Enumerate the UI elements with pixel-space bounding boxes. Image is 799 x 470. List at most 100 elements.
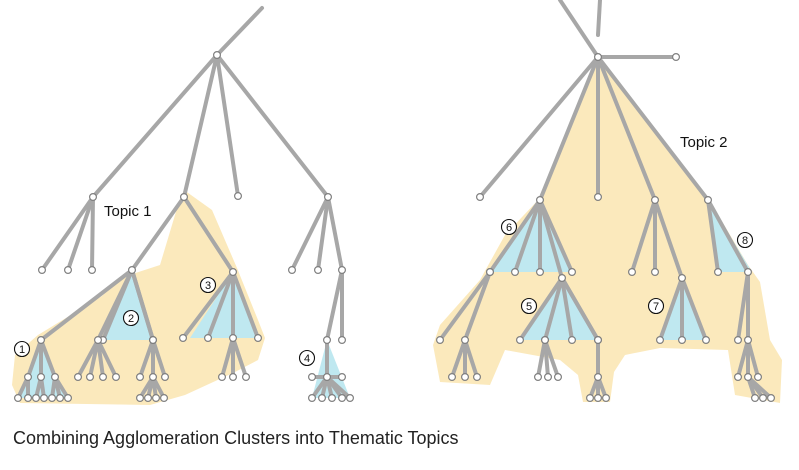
tree-node xyxy=(535,268,544,277)
cluster-marker-7: 7 xyxy=(647,297,665,315)
tree-edge xyxy=(231,336,248,379)
tree-node xyxy=(585,394,594,403)
tree-node xyxy=(515,336,524,345)
tree-edge xyxy=(746,375,773,400)
tree-edge xyxy=(96,338,118,379)
tree-edge xyxy=(290,195,330,272)
tree-node xyxy=(63,394,72,403)
svg-text:8: 8 xyxy=(742,235,748,247)
tree-edge xyxy=(450,338,467,379)
tree-node xyxy=(701,336,710,345)
tree-edge xyxy=(316,195,330,272)
tree-node xyxy=(234,192,243,201)
tree-edge xyxy=(138,338,155,379)
tree-edge xyxy=(488,198,542,274)
tree-node xyxy=(593,193,602,202)
tree-node xyxy=(161,373,170,382)
tree-edge xyxy=(182,53,219,199)
tree-node xyxy=(37,266,46,275)
tree-node xyxy=(476,193,485,202)
tree-node xyxy=(677,274,686,283)
svg-text:3: 3 xyxy=(205,280,211,292)
tree-node xyxy=(308,394,317,403)
tree-edge-root-right xyxy=(558,0,600,59)
topic-1-label: Topic 1 xyxy=(104,203,152,220)
tree-edge xyxy=(130,268,155,342)
tree-node xyxy=(448,373,457,382)
cluster-marker-5: 5 xyxy=(520,297,538,315)
tree-node xyxy=(136,394,145,403)
tree-node xyxy=(511,268,520,277)
tree-edge xyxy=(543,276,564,342)
tree-edge xyxy=(215,53,240,198)
tree-node xyxy=(593,373,602,382)
tree-node xyxy=(671,52,680,61)
svg-text:2: 2 xyxy=(128,313,134,325)
topic-2-region xyxy=(433,57,782,403)
tree-edge xyxy=(736,338,750,379)
tree-node xyxy=(288,266,297,275)
topic-2-label: Topic 2 xyxy=(680,134,728,151)
tree-edge xyxy=(231,270,260,340)
tree-node xyxy=(111,373,120,382)
tree-edge xyxy=(90,195,95,272)
tree-node xyxy=(553,373,562,382)
tree-node xyxy=(36,336,45,345)
tree-node xyxy=(593,336,602,345)
tree-node xyxy=(328,394,337,403)
tree-node xyxy=(567,268,576,277)
tree-node xyxy=(88,193,97,202)
tree-node xyxy=(750,394,759,403)
cluster-6-fill xyxy=(490,200,572,272)
tree-node xyxy=(758,394,767,403)
tree-node xyxy=(31,394,40,403)
tree-node xyxy=(601,394,610,403)
tree-node xyxy=(180,193,189,202)
tree-node xyxy=(593,394,602,403)
cluster-marker-8: 8 xyxy=(736,231,754,249)
tree-edge xyxy=(596,55,657,202)
tree-edge xyxy=(181,270,235,340)
tree-node xyxy=(346,394,355,403)
tree-node xyxy=(338,373,347,382)
tree-edge xyxy=(39,268,134,342)
cluster-5-fill xyxy=(520,278,598,340)
tree-edge xyxy=(325,375,352,400)
tree-edge xyxy=(518,276,564,342)
tree-edge xyxy=(96,268,134,342)
tree-node xyxy=(254,334,263,343)
tree-node xyxy=(24,394,33,403)
tree-node xyxy=(743,268,752,277)
tree-edge xyxy=(538,198,564,280)
tree-node xyxy=(650,196,659,205)
tree-node xyxy=(324,193,333,202)
svg-text:7: 7 xyxy=(653,301,659,313)
tree-edge xyxy=(746,338,760,379)
tree-node xyxy=(461,373,470,382)
tree-edge xyxy=(26,338,43,379)
tree-node xyxy=(136,373,145,382)
tree-node xyxy=(128,266,137,275)
tree-edge xyxy=(325,268,344,342)
tree-node xyxy=(733,373,742,382)
tree-edge xyxy=(463,270,492,342)
tree-edge xyxy=(658,276,684,342)
tree-node xyxy=(98,373,107,382)
tree-node xyxy=(703,196,712,205)
tree-node xyxy=(314,266,323,275)
tree-node xyxy=(229,268,238,277)
tree-edge xyxy=(40,195,95,272)
figure-caption: Combining Agglomeration Clusters into Th… xyxy=(13,428,459,448)
tree-edge xyxy=(706,198,720,274)
tree-node xyxy=(213,50,222,59)
tree-edge-root-left xyxy=(215,6,264,57)
tree-edge xyxy=(215,53,330,199)
tree-edge xyxy=(53,375,70,400)
tree-node xyxy=(179,334,188,343)
tree-edge xyxy=(543,338,560,379)
tree-node xyxy=(144,394,153,403)
tree-node xyxy=(73,373,82,382)
tree-edge xyxy=(66,195,95,272)
tree-edge xyxy=(130,195,186,272)
tree-nodes xyxy=(14,50,775,403)
